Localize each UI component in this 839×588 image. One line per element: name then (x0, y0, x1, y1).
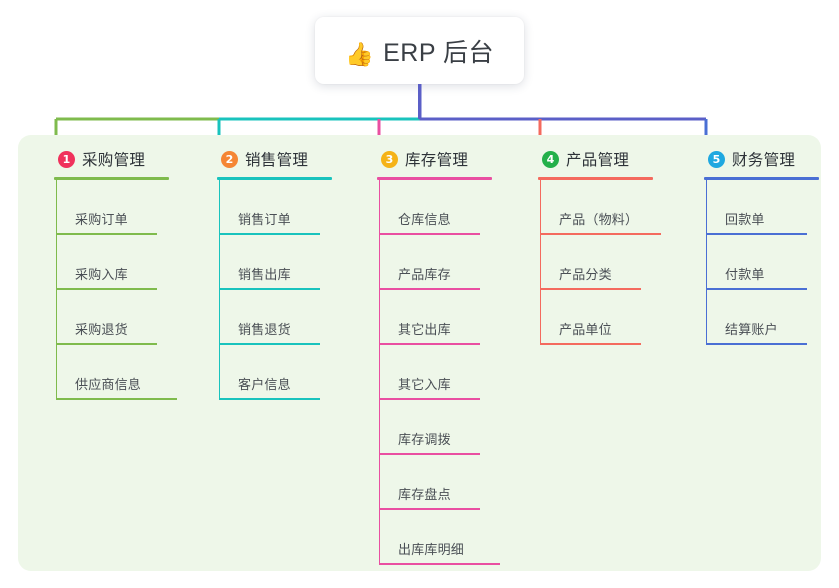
module-column-4: 4 产品管理产品（物料） 产品分类产品单位 (520, 147, 680, 345)
module-item[interactable]: 产品单位 (541, 290, 641, 345)
module-item-label: 客户信息 (238, 377, 291, 392)
module-item[interactable]: 客户信息 (220, 345, 320, 400)
column-header-rule (54, 177, 169, 180)
module-item[interactable]: 采购订单 (57, 180, 157, 235)
module-item-label: 销售出库 (238, 267, 291, 282)
module-item-label: 产品库存 (398, 267, 451, 282)
module-item-label: 采购入库 (75, 267, 128, 282)
column-number-badge: 1 (58, 150, 75, 168)
module-item[interactable]: 产品分类 (541, 235, 641, 290)
column-header-rule (704, 177, 819, 180)
column-items-list: 产品（物料） 产品分类产品单位 (540, 180, 661, 345)
module-item-label: 产品（物料） (559, 212, 639, 227)
column-title: 产品管理 (566, 152, 630, 169)
module-item-label: 销售订单 (238, 212, 291, 227)
column-header-5[interactable]: 5 财务管理 (686, 147, 839, 171)
module-item-label: 其它入库 (398, 377, 451, 392)
module-item-label: 库存盘点 (398, 487, 451, 502)
module-item-label: 结算账户 (725, 322, 778, 337)
root-node-title: 👍 ERP 后台 (345, 33, 494, 69)
column-title: 采购管理 (82, 152, 146, 169)
module-item[interactable]: 库存盘点 (380, 455, 480, 510)
column-number-badge: 5 (708, 150, 725, 168)
module-item-label: 其它出库 (398, 322, 451, 337)
module-item[interactable]: 出库库明细 (380, 510, 500, 565)
root-node-card[interactable]: 👍 ERP 后台 (315, 17, 524, 84)
module-item-label: 出库库明细 (398, 542, 465, 557)
module-item-label: 供应商信息 (75, 377, 142, 392)
column-header-2[interactable]: 2 销售管理 (199, 147, 359, 171)
module-column-1: 1 采购管理采购订单采购入库采购退货供应商信息 (36, 147, 196, 400)
module-item[interactable]: 付款单 (707, 235, 807, 290)
column-number-badge: 2 (221, 150, 238, 168)
module-item[interactable]: 产品（物料） (541, 180, 661, 235)
module-item-label: 产品分类 (559, 267, 612, 282)
column-items-list: 仓库信息产品库存其它出库其它入库库存调拨库存盘点出库库明细 (379, 180, 500, 565)
module-item-label: 仓库信息 (398, 212, 451, 227)
column-title: 库存管理 (405, 152, 469, 169)
module-item-label: 回款单 (725, 212, 765, 227)
column-items-list: 回款单付款单结算账户 (706, 180, 807, 345)
column-title: 财务管理 (732, 152, 796, 169)
column-number-badge: 3 (381, 150, 398, 168)
column-header-rule (377, 177, 492, 180)
module-item[interactable]: 销售订单 (220, 180, 320, 235)
column-header-rule (538, 177, 653, 180)
module-item[interactable]: 供应商信息 (57, 345, 177, 400)
module-item[interactable]: 其它入库 (380, 345, 480, 400)
column-items-list: 采购订单采购入库采购退货供应商信息 (56, 180, 177, 400)
module-item[interactable]: 产品库存 (380, 235, 480, 290)
module-column-5: 5 财务管理回款单付款单结算账户 (686, 147, 839, 345)
module-item[interactable]: 销售出库 (220, 235, 320, 290)
column-header-3[interactable]: 3 库存管理 (359, 147, 519, 171)
module-item[interactable]: 其它出库 (380, 290, 480, 345)
module-column-3: 3 库存管理仓库信息产品库存其它出库其它入库库存调拨库存盘点出库库明细 (359, 147, 519, 565)
column-number-badge: 4 (542, 150, 559, 168)
module-item-label: 库存调拨 (398, 432, 451, 447)
module-item[interactable]: 采购入库 (57, 235, 157, 290)
module-item-label: 采购退货 (75, 322, 128, 337)
module-item[interactable]: 回款单 (707, 180, 807, 235)
module-column-2: 2 销售管理销售订单销售出库销售退货客户信息 (199, 147, 359, 400)
column-header-1[interactable]: 1 采购管理 (36, 147, 196, 171)
module-item-label: 销售退货 (238, 322, 291, 337)
thumbs-up-icon: 👍 (344, 40, 375, 67)
column-items-list: 销售订单销售出库销售退货客户信息 (219, 180, 320, 400)
column-header-rule (217, 177, 332, 180)
module-item[interactable]: 销售退货 (220, 290, 320, 345)
module-item-label: 付款单 (725, 267, 765, 282)
module-item[interactable]: 采购退货 (57, 290, 157, 345)
column-header-4[interactable]: 4 产品管理 (520, 147, 680, 171)
module-item-label: 产品单位 (559, 322, 612, 337)
module-item-label: 采购订单 (75, 212, 128, 227)
module-item[interactable]: 结算账户 (707, 290, 807, 345)
module-item[interactable]: 仓库信息 (380, 180, 480, 235)
root-node-label: ERP 后台 (383, 38, 495, 67)
module-item[interactable]: 库存调拨 (380, 400, 480, 455)
modules-panel (18, 135, 821, 571)
column-title: 销售管理 (245, 152, 309, 169)
